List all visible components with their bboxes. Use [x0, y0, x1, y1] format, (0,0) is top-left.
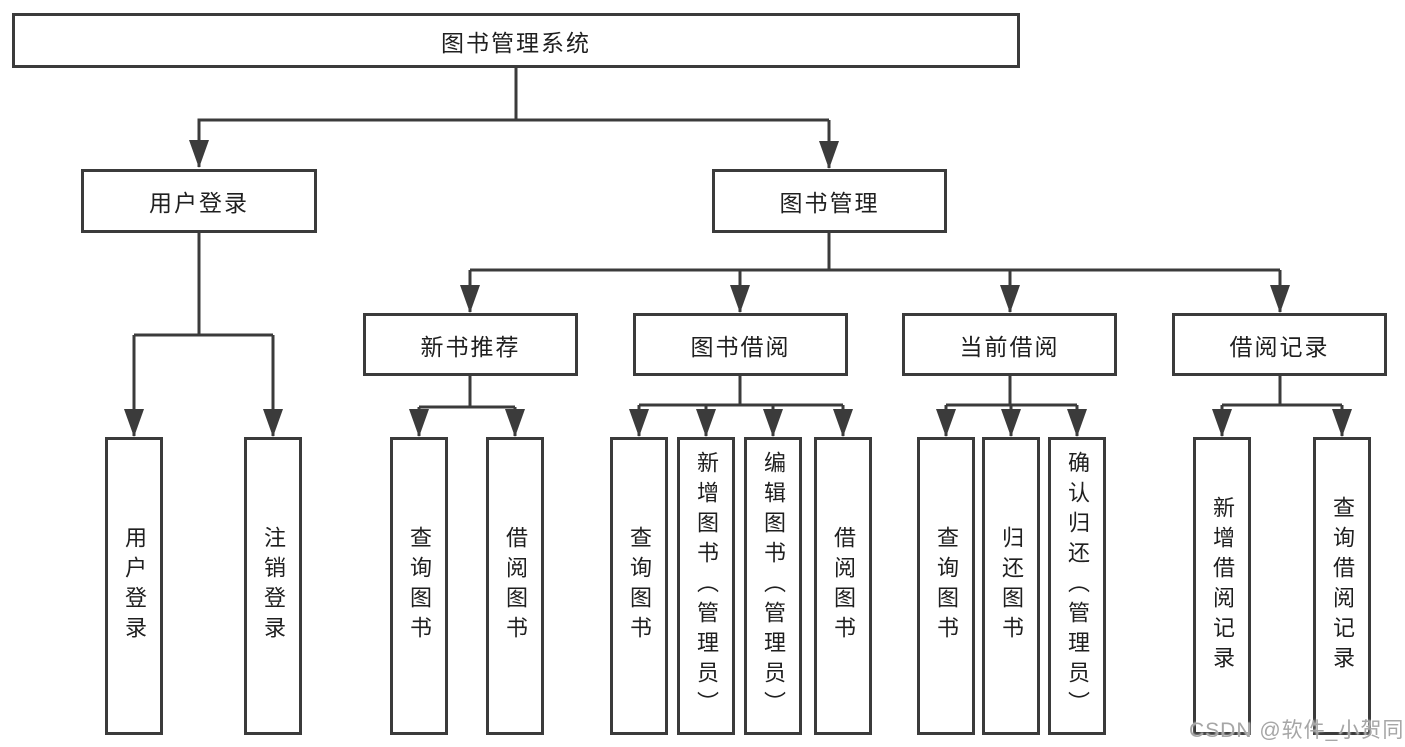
connector-book-borrow-to-leaves — [629, 376, 853, 437]
node-book-borrow: 图书借阅 — [633, 313, 848, 376]
leaf-borrow-books: 借阅图书 — [814, 437, 872, 735]
connector-new-book-to-leaves — [409, 376, 525, 437]
leaf-query-books-current: 查询图书 — [917, 437, 975, 735]
leaf-logout: 注销登录 — [244, 437, 302, 735]
node-book-management: 图书管理 — [712, 169, 947, 233]
connector-book-management-to-level3 — [460, 233, 1290, 313]
leaf-user-login: 用户登录 — [105, 437, 163, 735]
node-borrow-records: 借阅记录 — [1172, 313, 1387, 376]
leaf-confirm-return-admin: 确认归还（管理员） — [1048, 437, 1106, 735]
connector-root-to-level2 — [189, 67, 839, 169]
leaf-add-books-admin: 新增图书（管理员） — [677, 437, 735, 735]
connector-current-borrow-to-leaves — [936, 376, 1087, 437]
node-new-book-recommend: 新书推荐 — [363, 313, 578, 376]
node-user-login: 用户登录 — [81, 169, 317, 233]
leaf-query-borrow-record: 查询借阅记录 — [1313, 437, 1371, 735]
leaf-borrow-books-recommend: 借阅图书 — [486, 437, 544, 735]
csdn-watermark: CSDN @软件_小贺同学 — [1189, 719, 1405, 742]
leaf-return-books: 归还图书 — [982, 437, 1040, 735]
leaf-query-books-recommend: 查询图书 — [390, 437, 448, 735]
leaf-edit-books-admin: 编辑图书（管理员） — [744, 437, 802, 735]
leaf-query-books-borrow: 查询图书 — [610, 437, 668, 735]
connector-user-login-to-leaves — [124, 233, 283, 437]
connector-borrow-records-to-leaves — [1212, 376, 1352, 437]
node-library-management-system: 图书管理系统 — [12, 13, 1020, 68]
node-current-borrow: 当前借阅 — [902, 313, 1117, 376]
leaf-add-borrow-record: 新增借阅记录 — [1193, 437, 1251, 735]
